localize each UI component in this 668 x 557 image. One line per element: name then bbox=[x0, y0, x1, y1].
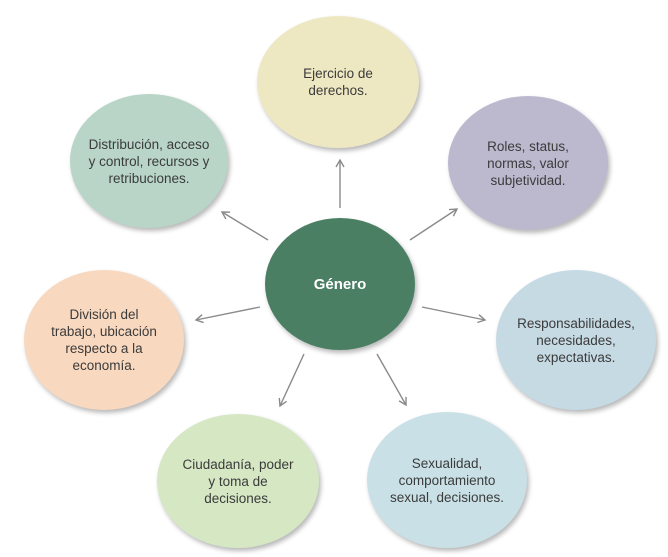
node-division-label: División del trabajo, ubicación respecto… bbox=[51, 307, 157, 373]
node-division: División del trabajo, ubicación respecto… bbox=[24, 270, 184, 410]
arrow-to-distribucion bbox=[220, 211, 269, 241]
center-node-genero: Género bbox=[265, 218, 415, 350]
arrow-to-roles bbox=[409, 208, 459, 241]
node-derechos-label: Ejercicio de derechos. bbox=[303, 66, 373, 98]
node-distribucion-label: Distribución, acceso y control, recursos… bbox=[88, 136, 210, 186]
node-distribucion: Distribución, acceso y control, recursos… bbox=[70, 94, 228, 228]
arrow-to-sexualidad bbox=[376, 353, 407, 407]
node-roles: Roles, status, normas, valor subjetivida… bbox=[448, 96, 608, 230]
arrow-to-responsabilidades bbox=[421, 306, 487, 324]
node-ciudadania: Ciudadanía, poder y toma de decisiones. bbox=[157, 414, 319, 548]
arrow-to-ciudadania bbox=[278, 353, 305, 408]
arrow-to-division bbox=[194, 306, 261, 324]
node-sexualidad-label: Sexualidad, comportamiento sexual, decis… bbox=[389, 455, 505, 505]
center-label: Género bbox=[313, 275, 367, 293]
node-sexualidad: Sexualidad, comportamiento sexual, decis… bbox=[367, 412, 527, 548]
node-responsabilidades: Responsabilidades, necesidades, expectat… bbox=[496, 270, 656, 410]
node-ciudadania-label: Ciudadanía, poder y toma de decisiones. bbox=[182, 456, 294, 506]
node-responsabilidades-label: Responsabilidades, necesidades, expectat… bbox=[517, 315, 635, 365]
node-derechos: Ejercicio de derechos. bbox=[257, 16, 419, 148]
node-roles-label: Roles, status, normas, valor subjetivida… bbox=[487, 138, 569, 188]
